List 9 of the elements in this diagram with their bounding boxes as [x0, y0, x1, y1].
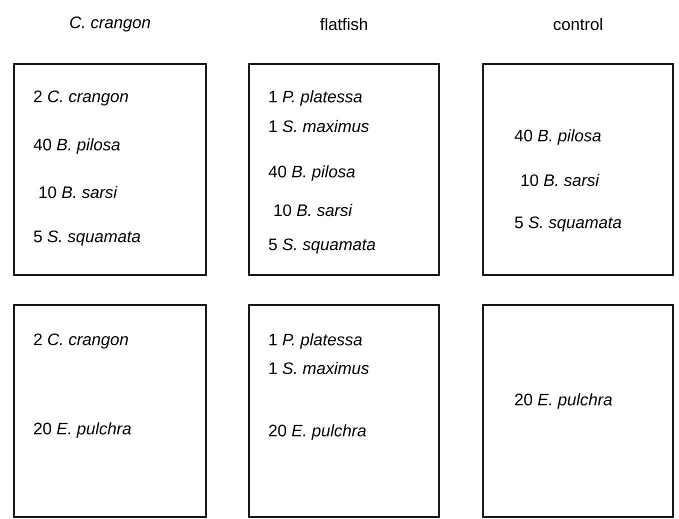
aquarium-box: 1 P. platessa 1 S. maximus 20 E. pulchra [248, 304, 440, 518]
aquarium-box: 40 B. pilosa 10 B. sarsi 5 S. squamata [482, 63, 674, 276]
aquarium-box: 2 C. crangon 40 B. pilosa 10 B. sarsi 5 S. squamata [13, 63, 207, 276]
column-heading: C. crangon [70, 16, 150, 32]
aquarium-box: 1 P. platessa 1 S. maximus 40 B. pilosa 10 B. sarsi 5 S. squamata [248, 63, 440, 276]
column-heading: control [554, 18, 602, 30]
aquarium-box: 20 E. pulchra [482, 304, 674, 518]
aquarium-box: 2 C. crangon 20 E. pulchra [13, 304, 207, 518]
column-heading: flatfish [320, 18, 367, 30]
